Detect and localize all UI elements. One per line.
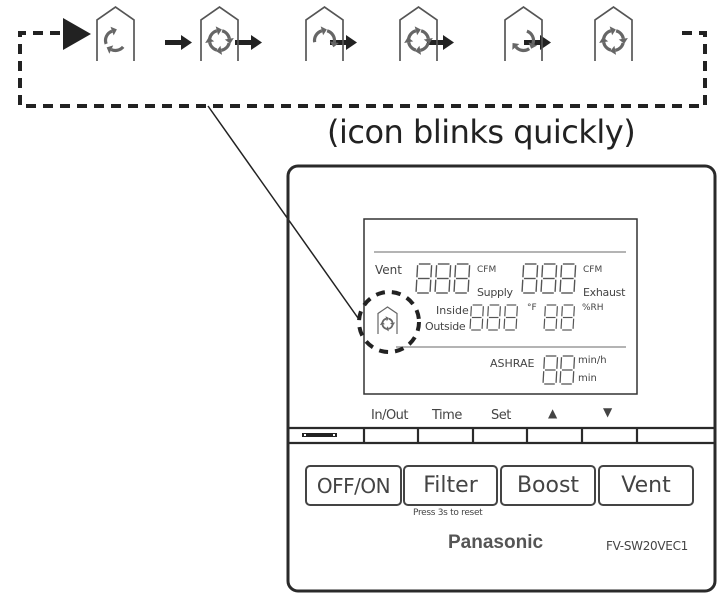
- soft-button-set[interactable]: [474, 429, 526, 442]
- house-arrows-full-cycle-icon: [399, 5, 438, 61]
- house-arrows-top-icon: [305, 5, 344, 61]
- highlight-dashed-circle: [357, 290, 421, 354]
- lcd-exhaust-label: Exhaust: [583, 286, 626, 299]
- indicator-light-icon: [302, 433, 337, 437]
- exhaust-digit-3: [559, 263, 577, 294]
- filter-button[interactable]: Filter: [403, 465, 498, 506]
- soft-button-up[interactable]: [528, 429, 581, 442]
- sequence-icons: [96, 5, 633, 61]
- house-arrows-right-bottom-icon: [504, 5, 543, 61]
- lcd-humidity-unit: %RH: [582, 303, 604, 313]
- leader-line: [207, 105, 359, 319]
- lcd-inside-label: Inside: [436, 304, 469, 317]
- humidity-digit-1: [543, 304, 558, 331]
- exhaust-digit-1: [521, 263, 539, 294]
- soft-label-time: Time: [432, 408, 462, 423]
- soft-button-time[interactable]: [419, 429, 472, 442]
- remote-controller-body: [286, 164, 717, 593]
- ashrae-digit-2: [559, 355, 576, 385]
- blink-caption: (icon blinks quickly): [327, 113, 636, 151]
- boost-button[interactable]: Boost: [500, 465, 596, 506]
- loop-start-arrow-icon: [63, 18, 91, 50]
- exhaust-digit-2: [540, 263, 558, 294]
- sequence-arrow-icon: [330, 35, 357, 50]
- filter-reset-note: Press 3s to reset: [413, 508, 483, 518]
- soft-button-strip: [288, 426, 715, 445]
- soft-button-in-out[interactable]: [365, 429, 417, 442]
- lcd-digits: [415, 263, 577, 385]
- humidity-digit-2: [560, 304, 575, 331]
- lcd-ashrae-unit-bottom: min: [578, 373, 597, 384]
- soft-label-set: Set: [491, 408, 511, 423]
- lcd-supply-unit: CFM: [477, 265, 497, 275]
- lcd-vent-label: Vent: [375, 263, 402, 277]
- sequence-arrow-icon: [165, 35, 192, 50]
- lcd-ventilation-icon: [377, 306, 398, 334]
- temp-digit-2: [486, 304, 501, 331]
- temp-digit-1: [469, 304, 484, 331]
- ashrae-digit-1: [542, 355, 559, 385]
- sequence-arrow-icon: [427, 35, 454, 50]
- supply-digit-2: [434, 263, 452, 294]
- off-on-button[interactable]: OFF/ON: [305, 465, 402, 506]
- loop-dashed-line: [18, 31, 707, 108]
- soft-label-in-out: In/Out: [371, 408, 409, 423]
- supply-digit-3: [453, 263, 471, 294]
- lcd-exhaust-unit: CFM: [583, 265, 603, 275]
- lcd-temp-unit: °F: [527, 303, 537, 313]
- temp-digit-3: [503, 304, 518, 331]
- vent-button[interactable]: Vent: [598, 465, 694, 506]
- house-arrows-left-bottom-icon: [96, 5, 135, 61]
- sequence-arrow-icon: [235, 35, 262, 50]
- lcd-ashrae-unit-top: min/h: [578, 355, 607, 366]
- lcd-outside-label: Outside: [425, 320, 466, 333]
- house-arrows-full-cycle-icon: [594, 5, 633, 61]
- brand-logo: Panasonic: [448, 532, 544, 553]
- house-arrows-full-cycle-icon: [200, 5, 239, 61]
- model-number: FV-SW20VEC1: [606, 539, 688, 553]
- soft-button-indicator[interactable]: [289, 429, 363, 442]
- lcd-supply-label: Supply: [477, 286, 513, 299]
- supply-digit-1: [415, 263, 433, 294]
- sequence-arrows: [165, 35, 551, 50]
- lcd-ashrae-label: ASHRAE: [490, 357, 535, 370]
- up-arrow-icon: ▲: [548, 406, 558, 420]
- down-arrow-icon: ▼: [603, 405, 613, 419]
- soft-button-down[interactable]: [583, 429, 636, 442]
